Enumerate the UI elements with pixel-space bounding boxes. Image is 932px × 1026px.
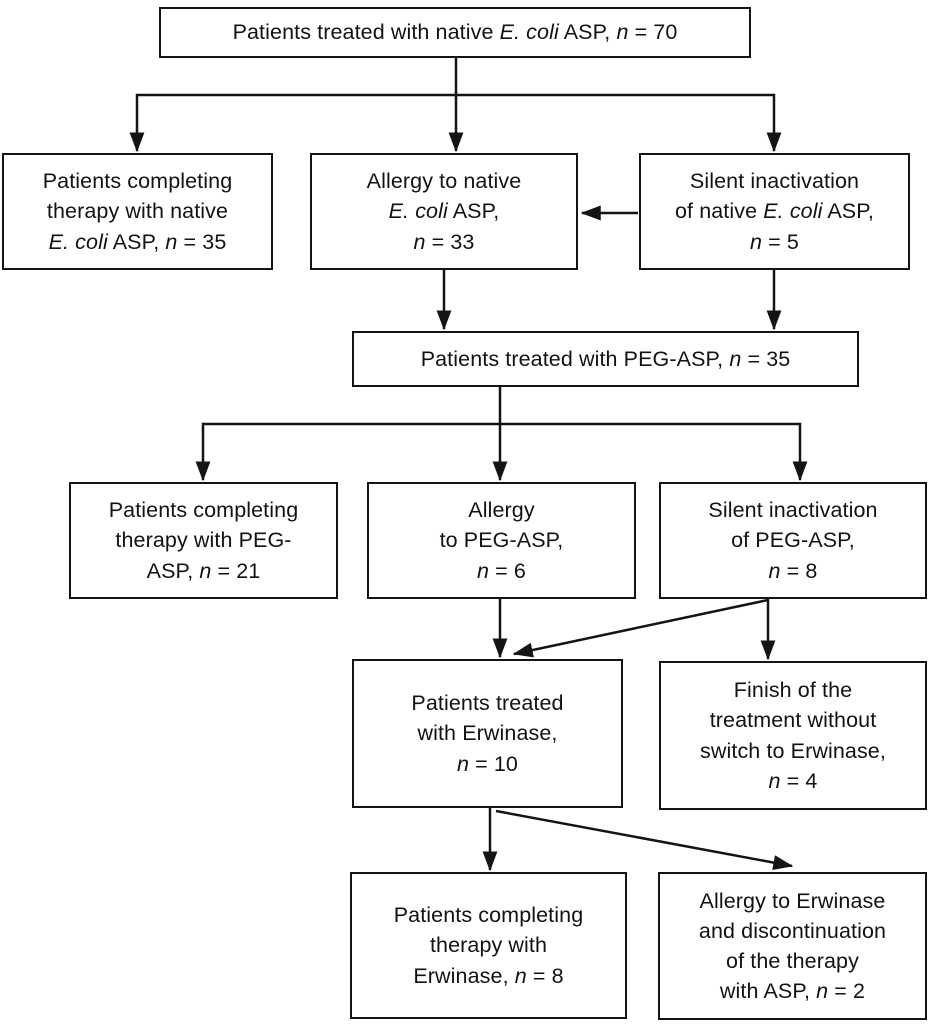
node-text-line: n = 6 bbox=[477, 558, 526, 583]
node-text-line: Patients treated with native E. coli ASP… bbox=[232, 20, 678, 45]
node-text-line: therapy with native bbox=[46, 199, 229, 224]
node-silent-inactivation-native-ecoli-asp: Silent inactivation of native E. coli AS… bbox=[639, 153, 910, 270]
node-patients-treated-native-ecoli-asp: Patients treated with native E. coli ASP… bbox=[159, 7, 751, 58]
node-text-line: to PEG-ASP, bbox=[439, 528, 564, 553]
node-text-line: of native E. coli ASP, bbox=[674, 199, 874, 224]
node-text-line: Silent inactivation bbox=[708, 498, 878, 523]
node-text-line: with ASP, n = 2 bbox=[719, 979, 866, 1004]
node-text-line: n = 10 bbox=[457, 751, 518, 776]
node-text-line: Patients completing bbox=[108, 498, 299, 523]
node-text-line: Patients completing bbox=[42, 169, 233, 194]
node-completing-therapy-peg-asp: Patients completing therapy with PEG- AS… bbox=[69, 482, 338, 599]
node-text-line: E. coli ASP, bbox=[388, 199, 500, 224]
node-text-line: Patients treated bbox=[411, 691, 564, 716]
node-text-line: therapy with bbox=[429, 933, 548, 958]
node-text-line: and discontinuation bbox=[698, 918, 887, 943]
node-text-line: n = 33 bbox=[413, 229, 475, 254]
node-text-line: therapy with PEG- bbox=[115, 528, 292, 553]
node-text-line: Allergy bbox=[468, 498, 535, 523]
node-text-line: treatment without bbox=[709, 708, 877, 733]
node-text-line: Patients treated with PEG-ASP, n = 35 bbox=[420, 346, 791, 371]
node-text-line: E. coli ASP, n = 35 bbox=[48, 229, 227, 254]
arrow-silent-peg-to-erwinase bbox=[512, 598, 769, 658]
node-text-line: n = 8 bbox=[768, 558, 818, 583]
node-text-line: Finish of the bbox=[733, 678, 853, 703]
node-patients-treated-erwinase: Patients treated with Erwinase, n = 10 bbox=[352, 659, 623, 808]
node-allergy-peg-asp: Allergy to PEG-ASP, n = 6 bbox=[367, 482, 636, 599]
node-silent-inactivation-peg-asp: Silent inactivation of PEG-ASP, n = 8 bbox=[659, 482, 927, 599]
node-text-line: n = 4 bbox=[768, 768, 818, 793]
node-finish-treatment-without-switch: Finish of the treatment without switch t… bbox=[659, 661, 927, 810]
node-text-line: with Erwinase, bbox=[417, 721, 558, 746]
node-text-line: Silent inactivation bbox=[689, 169, 860, 194]
arrow-erwinase-to-allergy-erwinase bbox=[495, 809, 794, 870]
node-text-line: Allergy to Erwinase bbox=[699, 888, 886, 913]
node-patients-treated-peg-asp: Patients treated with PEG-ASP, n = 35 bbox=[352, 331, 859, 387]
node-text-line: Erwinase, n = 8 bbox=[413, 963, 564, 988]
node-text-line: of PEG-ASP, bbox=[731, 528, 855, 553]
node-completing-therapy-erwinase: Patients completing therapy with Erwinas… bbox=[350, 872, 627, 1019]
node-text-line: Patients completing bbox=[393, 903, 584, 928]
node-completing-therapy-native-ecoli-asp: Patients completing therapy with native … bbox=[2, 153, 273, 270]
node-text-line: ASP, n = 21 bbox=[146, 558, 261, 583]
node-text-line: Allergy to native bbox=[366, 169, 522, 194]
node-text-line: switch to Erwinase, bbox=[700, 738, 886, 763]
node-allergy-erwinase-discontinuation: Allergy to Erwinase and discontinuation … bbox=[658, 872, 927, 1020]
node-text-line: of the therapy bbox=[726, 949, 859, 973]
node-text-line: n = 5 bbox=[750, 229, 799, 254]
node-allergy-native-ecoli-asp: Allergy to native E. coli ASP, n = 33 bbox=[310, 153, 578, 270]
